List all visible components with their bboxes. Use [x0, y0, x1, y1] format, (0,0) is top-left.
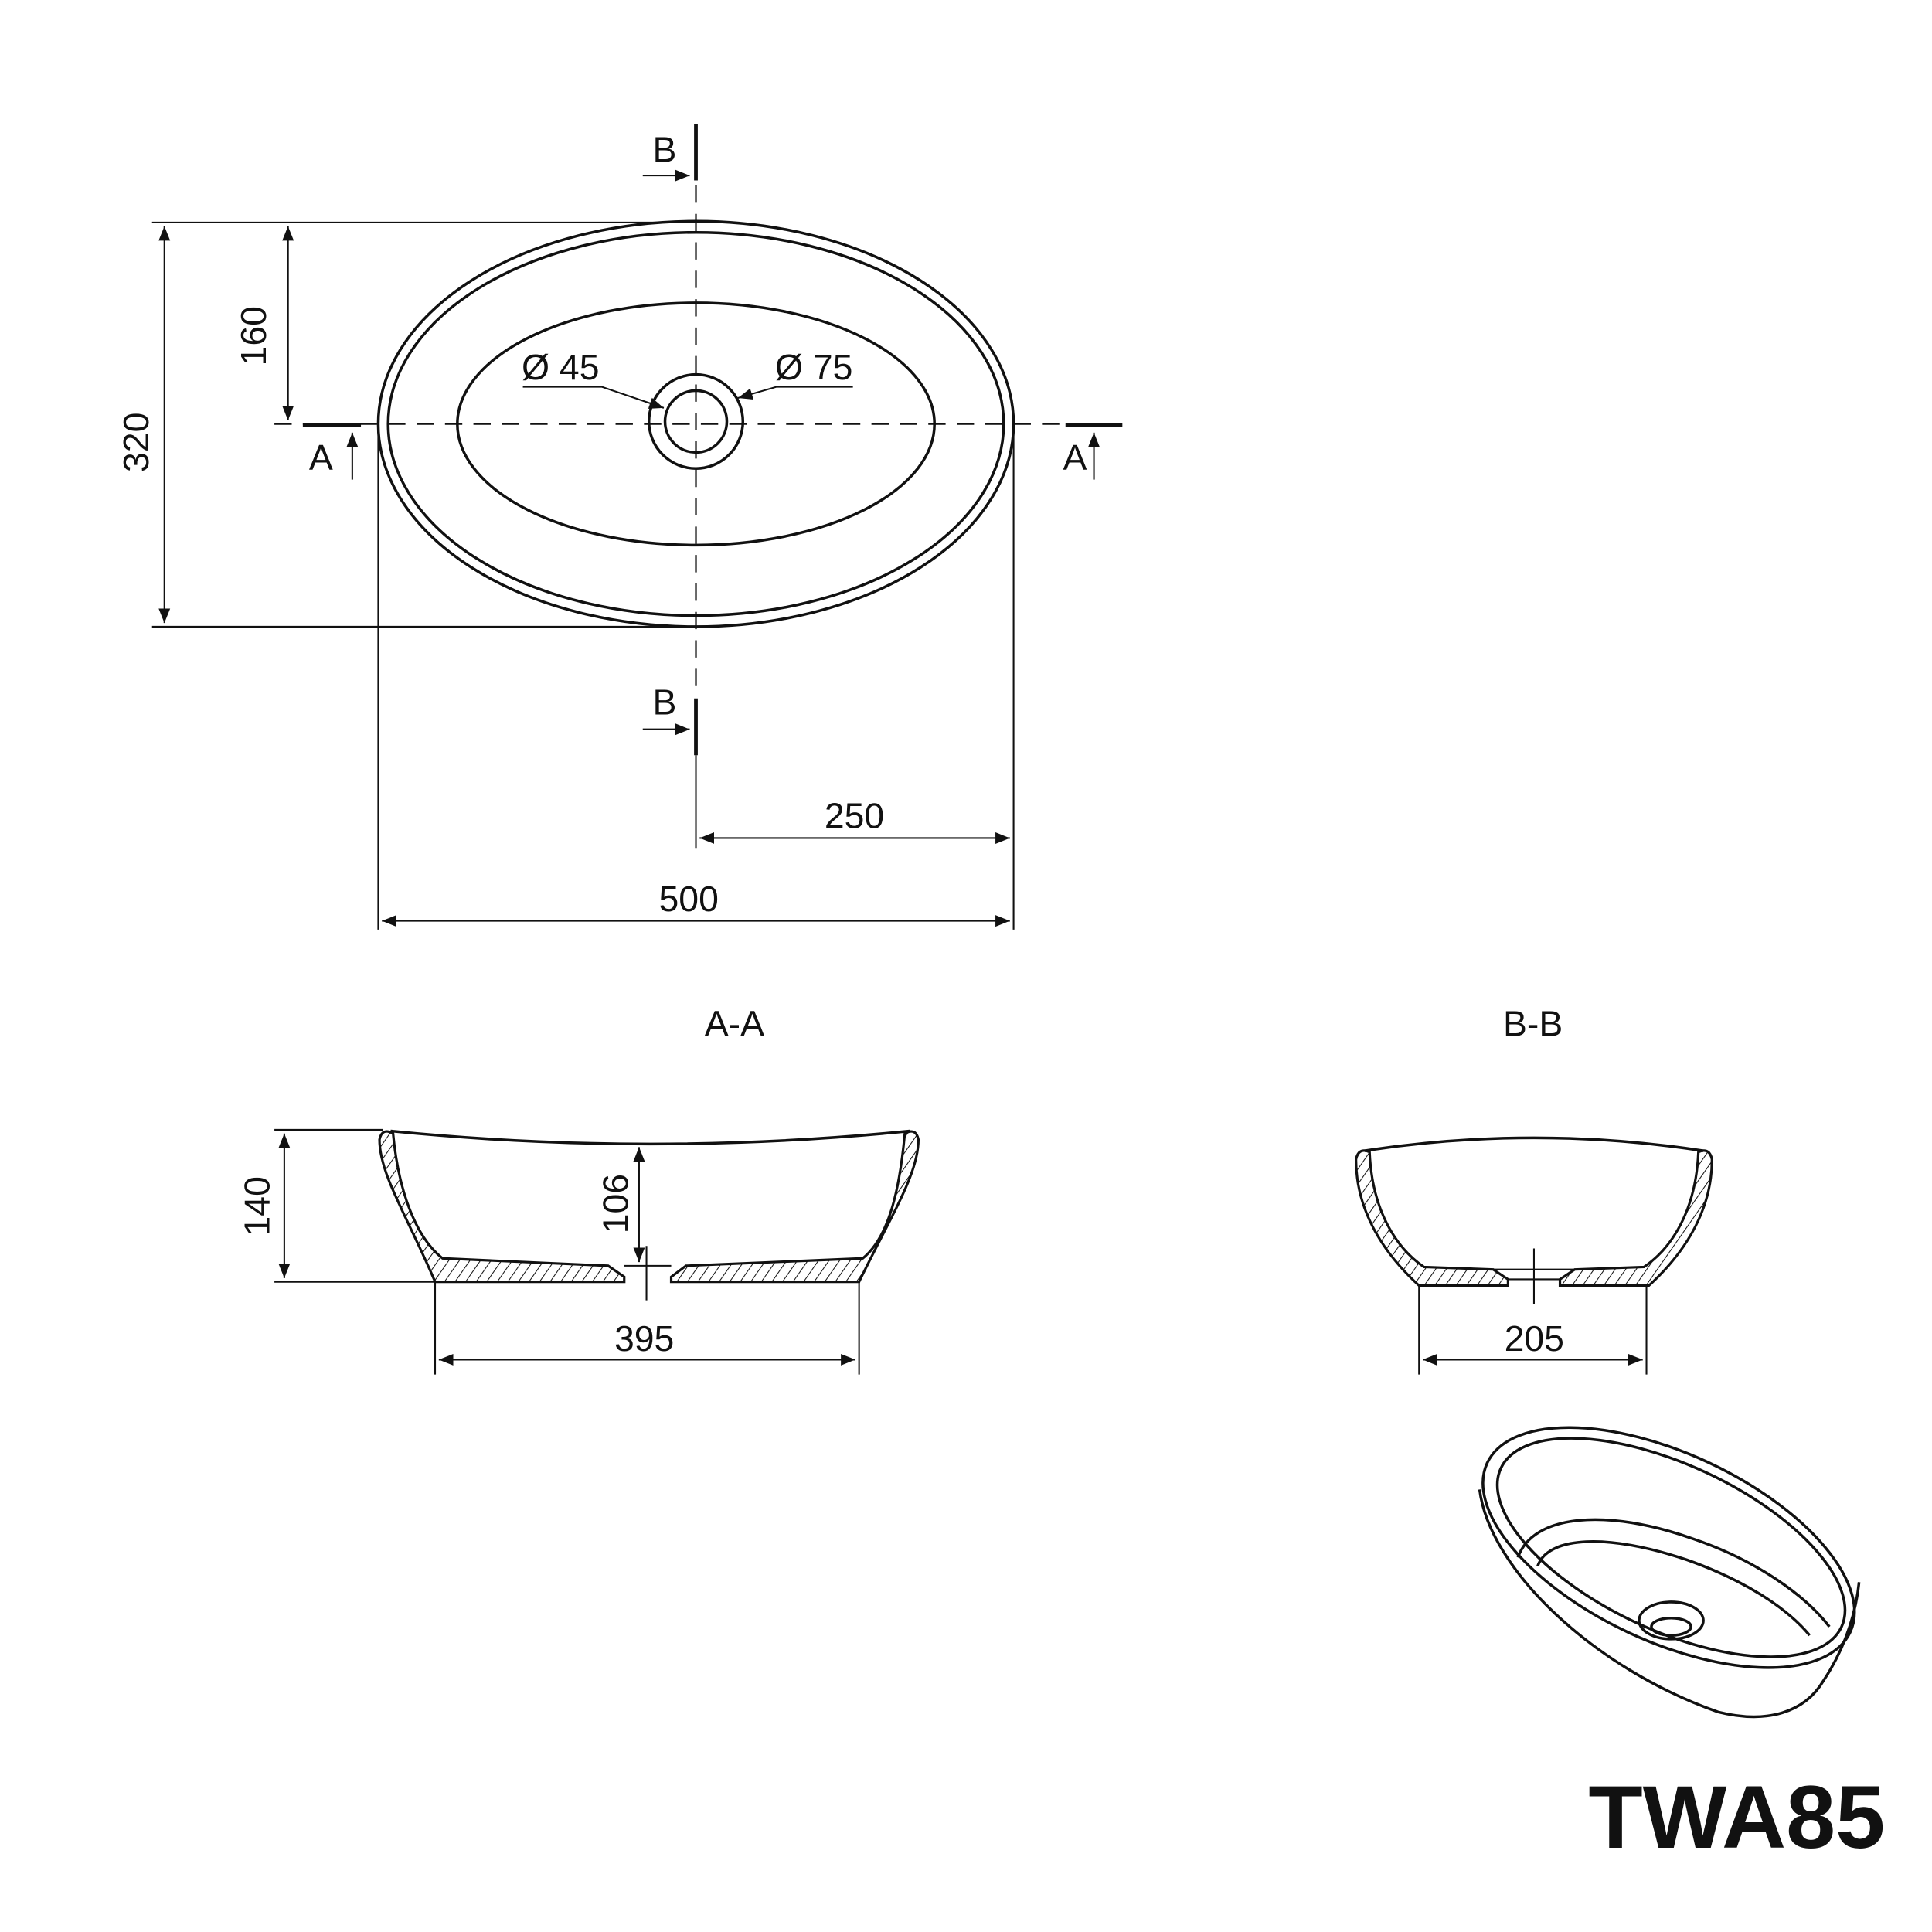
- hatched-wall-right: [1558, 1149, 1713, 1287]
- dim-395: 395: [434, 1281, 860, 1375]
- drain-flange: [1638, 1600, 1705, 1641]
- basin-floor-inner: [1536, 1540, 1811, 1637]
- rim-top-edge: [390, 1129, 910, 1146]
- dim-140: 140: [237, 1128, 436, 1283]
- drain-outer-callout: Ø 75: [737, 347, 853, 400]
- dim-label: 395: [614, 1318, 674, 1359]
- dim-250: 250: [699, 796, 1010, 844]
- dim-label: 250: [825, 796, 884, 836]
- marker-label: B: [653, 130, 677, 170]
- top-view: B B A A Ø 45 Ø 75: [116, 123, 1123, 930]
- dim-label: 205: [1505, 1318, 1564, 1359]
- section-a-a: A-A 140 106 395: [237, 1003, 920, 1375]
- section-b-b: B-B 205: [1355, 1003, 1713, 1375]
- drain-inner-label: Ø 45: [522, 347, 600, 387]
- dim-label: 140: [237, 1176, 277, 1236]
- outer-rim: [1481, 1426, 1856, 1669]
- inner-rim: [1495, 1437, 1847, 1658]
- dim-label: 320: [116, 413, 156, 472]
- dim-160: 160: [233, 226, 294, 420]
- drain-hole: [1650, 1616, 1692, 1637]
- dim-label: 500: [659, 879, 719, 919]
- section-title: B-B: [1503, 1003, 1563, 1043]
- section-title: A-A: [705, 1003, 764, 1043]
- rim-top-edge: [1364, 1136, 1704, 1152]
- dim-106: 106: [596, 1147, 645, 1263]
- dim-205: 205: [1418, 1285, 1648, 1375]
- section-marker-b-bottom: B: [642, 682, 698, 756]
- drain-outer: [647, 372, 745, 470]
- section-marker-b-top: B: [642, 123, 698, 182]
- dim-label: 106: [596, 1174, 636, 1233]
- hatched-wall-right: [669, 1130, 920, 1284]
- hatched-wall-left: [1355, 1149, 1509, 1287]
- hatched-wall-left: [378, 1130, 626, 1284]
- section-marker-a-right: A: [1063, 423, 1123, 480]
- marker-label: A: [309, 437, 333, 478]
- dim-320: 320: [116, 221, 696, 628]
- drain-outer-label: Ø 75: [775, 347, 853, 387]
- drain-inner-callout: Ø 45: [522, 347, 665, 409]
- marker-label: A: [1063, 437, 1087, 478]
- perspective-view: [1478, 1426, 1861, 1719]
- model-title: TWA85: [1588, 1768, 1885, 1867]
- marker-label: B: [653, 682, 677, 723]
- dim-500: 500: [382, 879, 1010, 927]
- section-marker-a-left: A: [302, 423, 362, 480]
- dim-label: 160: [233, 306, 274, 366]
- basin-floor-outer: [1516, 1518, 1831, 1628]
